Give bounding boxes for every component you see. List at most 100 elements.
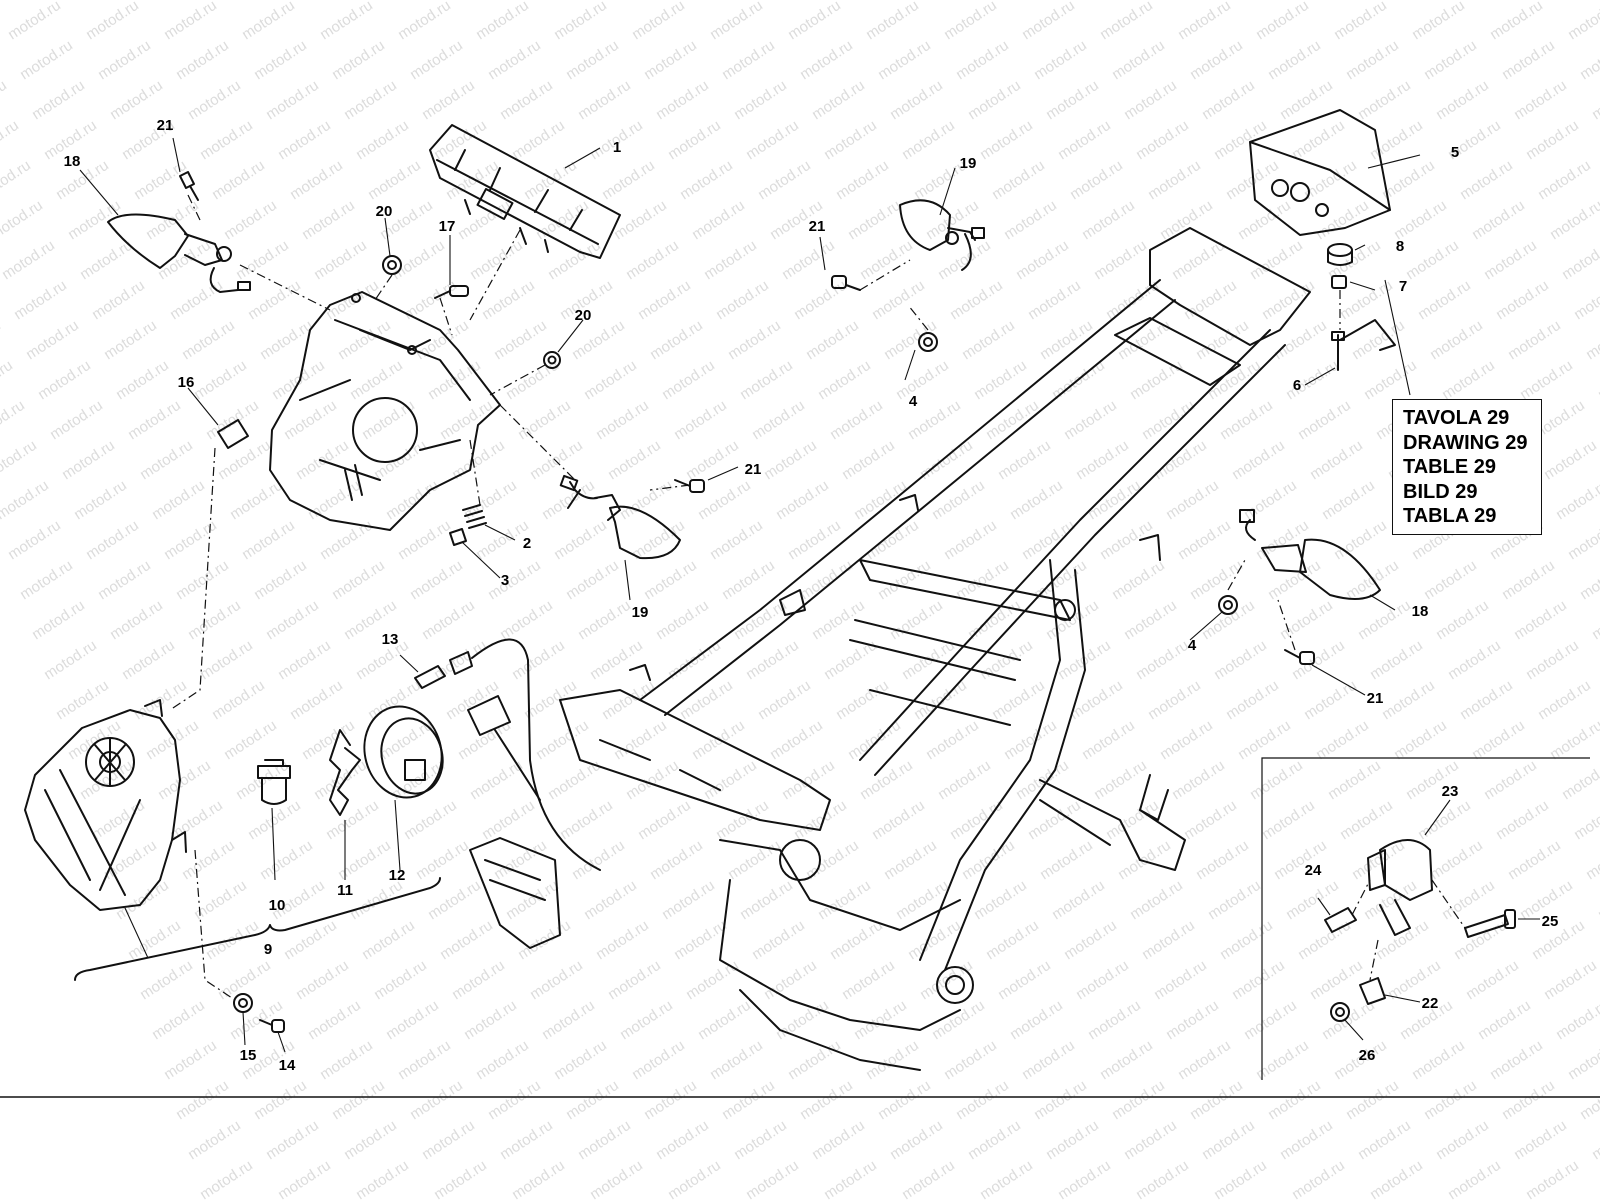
watermark-text: motod.ru	[611, 197, 670, 244]
watermark-text: motod.ru	[1499, 1077, 1558, 1124]
watermark-text: motod.ru	[1187, 37, 1246, 84]
watermark-text: motod.ru	[617, 0, 676, 3]
watermark-text: motod.ru	[1247, 237, 1306, 284]
watermark-text: motod.ru	[1409, 1037, 1468, 1084]
watermark-text: motod.ru	[275, 1157, 334, 1200]
watermark-text: motod.ru	[1553, 477, 1600, 524]
watermark-text: motod.ru	[743, 637, 802, 684]
watermark-text: motod.ru	[791, 277, 850, 324]
watermark-text: motod.ru	[1229, 437, 1288, 484]
watermark-text: motod.ru	[1319, 0, 1378, 3]
watermark-text: motod.ru	[557, 797, 616, 844]
watermark-text: motod.ru	[1031, 37, 1090, 84]
watermark-text: motod.ru	[575, 1117, 634, 1164]
watermark-text: motod.ru	[725, 317, 784, 364]
watermark-text: motod.ru	[1403, 237, 1462, 284]
watermark-text: motod.ru	[281, 397, 340, 444]
watermark-text: motod.ru	[1055, 117, 1114, 164]
watermark-text: motod.ru	[551, 517, 610, 564]
headlight-unit-part	[24, 699, 187, 911]
watermark-text: motod.ru	[1493, 797, 1552, 844]
watermark-text: motod.ru	[653, 1117, 712, 1164]
watermark-text: motod.ru	[737, 877, 796, 924]
watermark-text: motod.ru	[437, 917, 496, 964]
watermark-text: motod.ru	[461, 477, 520, 524]
watermark-text: motod.ru	[155, 757, 214, 804]
watermark-text: motod.ru	[899, 1157, 958, 1200]
callout-number: 10	[269, 897, 286, 914]
watermark-text: motod.ru	[1511, 597, 1570, 644]
callout-number: 21	[809, 218, 826, 235]
group-leader-9	[124, 907, 149, 959]
callout-number: 5	[1451, 144, 1459, 161]
callout-number: 17	[439, 218, 456, 235]
watermark-text: motod.ru	[509, 117, 568, 164]
watermark-text: motod.ru	[995, 437, 1054, 484]
watermark-text: motod.ru	[1481, 237, 1540, 284]
watermark-text: motod.ru	[251, 557, 310, 604]
watermark-text: motod.ru	[1355, 1117, 1414, 1164]
watermark-text: motod.ru	[1481, 757, 1540, 804]
watermark-text: motod.ru	[935, 757, 994, 804]
watermark-text: motod.ru	[749, 917, 808, 964]
watermark-text: motod.ru	[1019, 517, 1078, 564]
watermark-text: motod.ru	[137, 437, 196, 484]
watermark-text: motod.ru	[275, 117, 334, 164]
watermark-text: motod.ru	[1469, 197, 1528, 244]
watermark-text: motod.ru	[1181, 797, 1240, 844]
watermark-text: motod.ru	[1277, 597, 1336, 644]
watermark-text: motod.ru	[1007, 477, 1066, 524]
watermark-text: motod.ru	[287, 157, 346, 204]
watermark-text: motod.ru	[1433, 597, 1492, 644]
watermark-text: motod.ru	[1553, 0, 1600, 3]
watermark-text: motod.ru	[1121, 597, 1180, 644]
watermark-text: motod.ru	[1247, 757, 1306, 804]
watermark-text: motod.ru	[1565, 0, 1600, 43]
watermark-text: motod.ru	[173, 37, 232, 84]
watermark-text: motod.ru	[605, 437, 664, 484]
watermark-text: motod.ru	[989, 157, 1048, 204]
watermark-text: motod.ru	[1457, 677, 1516, 724]
watermark-text: motod.ru	[383, 477, 442, 524]
watermark-text: motod.ru	[227, 477, 286, 524]
watermark-text: motod.ru	[959, 317, 1018, 364]
watermark-text: motod.ru	[473, 0, 532, 43]
watermark-text: motod.ru	[185, 1117, 244, 1164]
callout-number: 7	[1399, 278, 1407, 295]
watermark-text: motod.ru	[737, 357, 796, 404]
watermark-text: motod.ru	[845, 717, 904, 764]
watermark-text: motod.ru	[1259, 797, 1318, 844]
watermark-text: motod.ru	[461, 997, 520, 1044]
watermark-text: motod.ru	[545, 757, 604, 804]
watermark-text: motod.ru	[593, 917, 652, 964]
watermark-text: motod.ru	[1301, 677, 1360, 724]
watermark-text: motod.ru	[389, 237, 448, 284]
watermark-text: motod.ru	[1193, 837, 1252, 884]
callout-number: 26	[1359, 1047, 1376, 1064]
watermark-text: motod.ru	[0, 117, 22, 164]
callout-number: 8	[1396, 238, 1404, 255]
watermark-text: motod.ru	[1535, 157, 1594, 204]
watermark-text: motod.ru	[1241, 0, 1300, 3]
watermark-text: motod.ru	[1127, 877, 1186, 924]
reference-line: DRAWING 29	[1403, 431, 1528, 454]
watermark-text: motod.ru	[443, 157, 502, 204]
watermark-text: motod.ru	[1415, 277, 1474, 324]
license-light-part	[1367, 839, 1433, 936]
watermark-text: motod.ru	[353, 1157, 412, 1200]
turn-indicator-rear-top	[899, 199, 985, 271]
watermark-text: motod.ru	[929, 477, 988, 524]
watermark-text: motod.ru	[305, 0, 364, 3]
watermark-text: motod.ru	[845, 197, 904, 244]
watermark-text: motod.ru	[1289, 637, 1348, 684]
watermark-text: motod.ru	[1439, 357, 1498, 404]
watermark-text: motod.ru	[1151, 957, 1210, 1004]
watermark-text: motod.ru	[413, 837, 472, 884]
callout-number: 6	[1293, 377, 1301, 394]
watermark-text: motod.ru	[743, 1157, 802, 1200]
watermark-text: motod.ru	[149, 997, 208, 1044]
watermark-text: motod.ru	[941, 517, 1000, 564]
watermark-text: motod.ru	[311, 757, 370, 804]
watermark-text: motod.ru	[1025, 797, 1084, 844]
watermark-text: motod.ru	[263, 1117, 322, 1164]
